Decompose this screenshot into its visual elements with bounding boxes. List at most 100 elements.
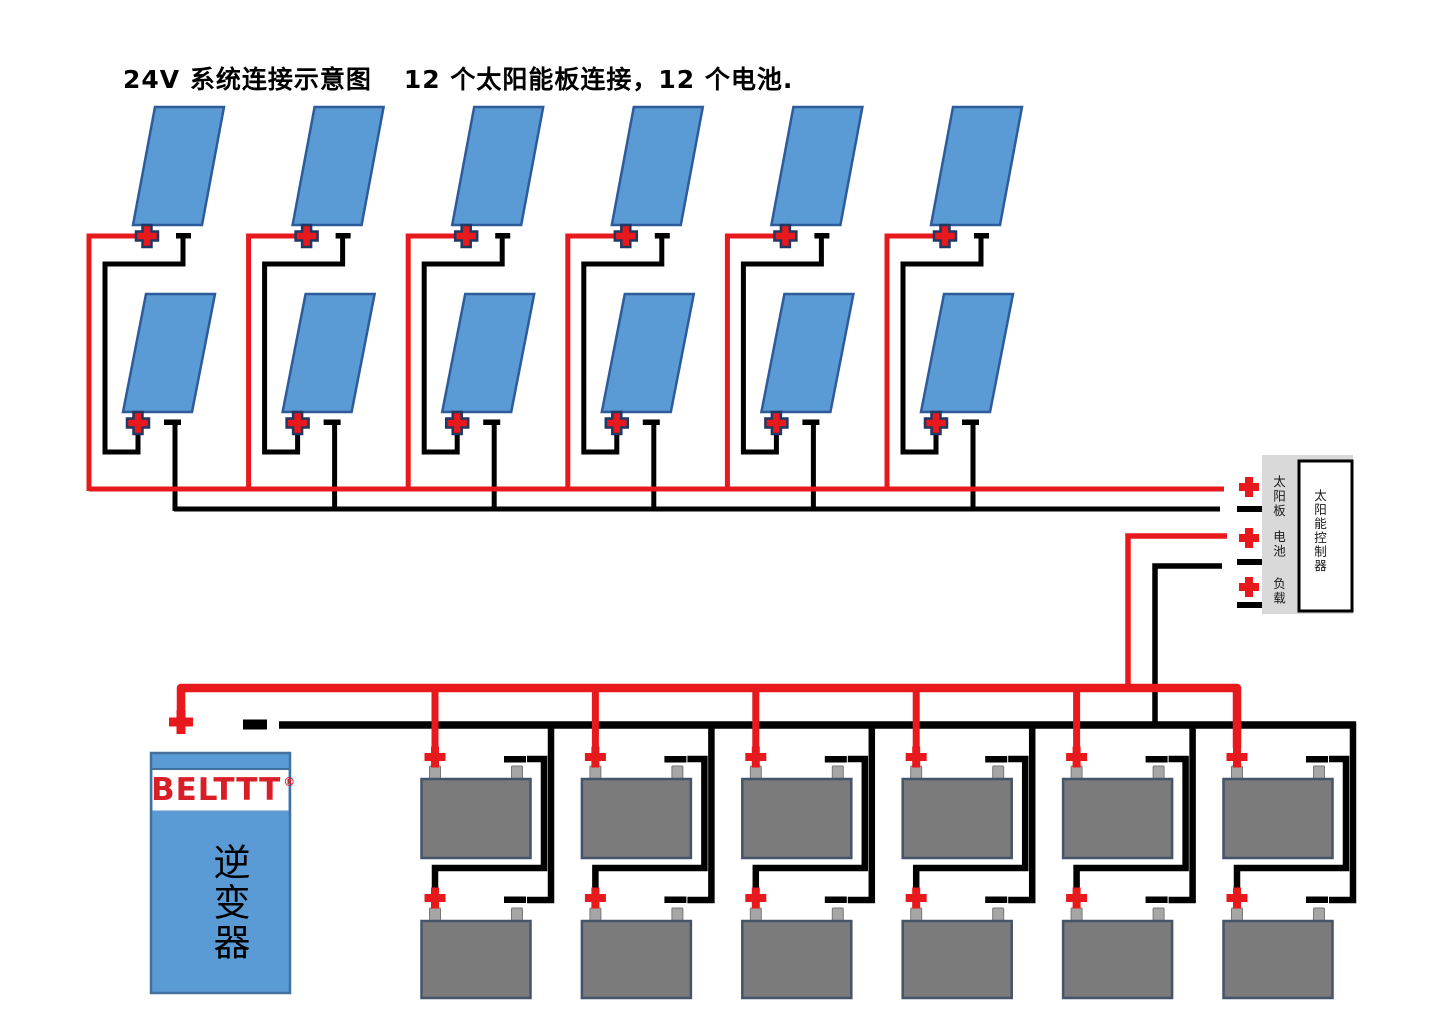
battery-string-1 xyxy=(420,722,555,1000)
negative-return-wire xyxy=(1008,722,1036,904)
solar-panel-top xyxy=(291,105,386,227)
panel-positive-terminal xyxy=(453,223,479,249)
negative-return-wire xyxy=(847,722,876,904)
series-link-wire xyxy=(912,755,1029,890)
panel-negative-terminal xyxy=(642,419,660,425)
controller-name: 太阳能控制器 xyxy=(1312,489,1327,573)
controller-negative-terminal-2 xyxy=(1237,559,1262,565)
battery-string-3 xyxy=(741,722,876,1000)
solar-panel-bottom xyxy=(281,292,377,414)
series-link-wire xyxy=(102,238,186,455)
series-link-wire xyxy=(752,755,869,890)
battery-negative-terminal xyxy=(504,756,526,763)
panel-positive-terminal xyxy=(134,223,160,249)
controller-positive-terminal-3 xyxy=(1239,577,1259,597)
controller-positive-terminal-2 xyxy=(1239,528,1259,548)
solar-string-2 xyxy=(246,105,386,511)
solar-panel-bottom xyxy=(121,292,217,414)
battery-negative-terminal xyxy=(985,756,1008,763)
panel-positive-terminal xyxy=(613,223,639,249)
positive-drop-wire xyxy=(405,233,455,491)
battery-positive-terminal xyxy=(905,887,927,909)
battery-negative-terminal xyxy=(1306,756,1328,763)
solar-panel-top xyxy=(131,105,226,227)
solar-string-1 xyxy=(86,105,226,511)
battery-string-4 xyxy=(901,722,1036,1000)
battery-bottom xyxy=(1061,919,1174,1000)
solar-panel-bottom xyxy=(759,292,855,414)
inverter xyxy=(149,751,292,995)
battery-negative-terminal xyxy=(504,896,526,903)
battery-top xyxy=(420,777,532,860)
series-link-wire xyxy=(421,238,505,455)
panel-positive-terminal xyxy=(773,223,798,249)
series-link-wire xyxy=(262,238,346,455)
panel-positive-terminal xyxy=(923,410,949,436)
diagram-title: 24V 系统连接示意图 12 个太阳能板连接，12 个电池. xyxy=(123,60,793,96)
battery-string-6 xyxy=(1222,722,1357,1000)
panel-positive-terminal xyxy=(764,410,789,436)
panel-positive-terminal xyxy=(444,410,470,436)
solar-panel-bottom xyxy=(600,292,696,414)
panel-negative-terminal xyxy=(323,419,341,425)
battery-positive-terminal xyxy=(584,887,606,909)
solar-string-4 xyxy=(565,105,705,511)
battery-top xyxy=(1061,777,1174,860)
inverter-brand: BELTTT® xyxy=(151,774,295,807)
negative-return-wire xyxy=(527,722,555,904)
inverter-positive-terminal xyxy=(169,710,193,734)
solar-panel-top xyxy=(769,105,864,227)
battery-top xyxy=(741,777,853,860)
battery-bottom xyxy=(420,919,532,1000)
battery-negative-terminal xyxy=(1145,756,1168,763)
panel-positive-terminal xyxy=(604,410,630,436)
battery-positive-terminal xyxy=(424,746,446,768)
battery-negative-terminal xyxy=(664,756,687,763)
series-link-wire xyxy=(431,755,548,890)
panel-positive-terminal xyxy=(294,223,319,249)
solar-controller xyxy=(1237,455,1354,614)
panel-negative-terminal xyxy=(974,233,989,239)
battery-negative-terminal xyxy=(664,896,687,903)
battery-positive-terminal xyxy=(745,746,767,768)
controller-positive-terminal-1 xyxy=(1239,477,1259,497)
battery-bottom xyxy=(1222,919,1334,1000)
battery-positive-terminal xyxy=(745,887,767,909)
positive-drop-wire xyxy=(565,233,614,491)
controller-battery-positive-wire xyxy=(1125,533,1227,691)
battery-positive-terminal xyxy=(905,746,927,768)
diagram-title-description: 12 个太阳能板连接，12 个电池. xyxy=(403,65,794,94)
battery-positive-terminal xyxy=(584,746,606,768)
panel-negative-terminal xyxy=(176,233,191,239)
panel-negative-terminal xyxy=(483,419,501,425)
inverter-negative-terminal xyxy=(243,719,267,730)
positive-drop-wire xyxy=(86,233,135,491)
controller-label-solar-panel: 太阳板 xyxy=(1271,475,1286,519)
panel-negative-terminal xyxy=(495,233,511,239)
battery-top xyxy=(580,777,693,860)
solar-panel-bottom xyxy=(440,292,536,414)
battery-positive-terminal xyxy=(1066,887,1088,909)
battery-negative-terminal xyxy=(1306,896,1328,903)
battery-bottom xyxy=(580,919,693,1000)
panel-negative-terminal xyxy=(335,233,351,239)
controller-battery-negative-wire xyxy=(1152,563,1222,727)
solar-string-5 xyxy=(724,105,864,511)
series-link-wire xyxy=(1073,755,1189,890)
solar-string-3 xyxy=(405,105,545,511)
series-link-wire xyxy=(900,238,984,455)
positive-drop-wire xyxy=(884,233,933,491)
battery-bottom xyxy=(901,919,1013,1000)
negative-return-wire xyxy=(1329,722,1357,904)
battery-top xyxy=(1222,777,1334,860)
battery-string-5 xyxy=(1061,722,1196,1000)
battery-positive-terminal xyxy=(1066,746,1088,768)
battery-negative-terminal xyxy=(985,896,1008,903)
solar-panel-top xyxy=(610,105,705,227)
series-link-wire xyxy=(740,238,824,455)
series-link-wire xyxy=(1233,755,1350,890)
series-link-wire xyxy=(592,755,708,890)
battery-string-2 xyxy=(580,722,715,1000)
panel-negative-terminal xyxy=(802,419,820,425)
